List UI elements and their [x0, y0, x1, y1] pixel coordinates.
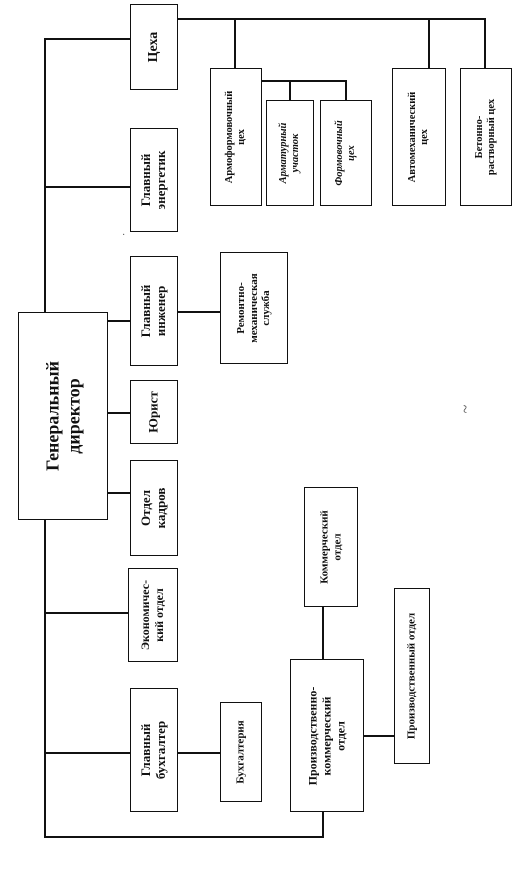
- tseha-drop-avtomeh: [428, 18, 430, 68]
- kadry-box[interactable]: Отдел кадров: [130, 460, 178, 556]
- connector-ekonom: [44, 612, 128, 614]
- scan-mark-tilde: ~: [457, 404, 475, 414]
- formov-box[interactable]: Формовочный цех: [320, 100, 372, 206]
- proizvodstvenny-label: Производственный отдел: [405, 612, 418, 740]
- connector-tseha: [44, 38, 130, 40]
- proizvodstvenny-box[interactable]: Производственный отдел: [394, 588, 430, 764]
- yurist-box[interactable]: Юрист: [130, 380, 178, 444]
- kommercheskiy-label: Коммерческий отдел: [318, 510, 343, 584]
- tseha-label: Цеха: [145, 31, 161, 63]
- tseha-top-bus: [178, 18, 486, 20]
- armoform-sub-bus: [262, 80, 346, 82]
- armoform-box[interactable]: Армоформовочный цех: [210, 68, 262, 206]
- beton-label: Бетонно- растворный цех: [473, 98, 497, 176]
- armoform-drop-armatur: [289, 80, 291, 100]
- energetik-box[interactable]: Главный энергетик: [130, 128, 178, 232]
- prodkom-label: Производственно- коммерческий отдел: [305, 686, 347, 785]
- remont-box[interactable]: Ремонтно- механическая служба: [220, 252, 288, 364]
- connector-director-inzhener: [108, 320, 130, 322]
- connector-buhgalter: [44, 752, 130, 754]
- avtomeh-box[interactable]: Автомеханический цех: [392, 68, 446, 206]
- connector-buhgalteriya: [178, 752, 220, 754]
- armoform-label: Армоформовочный цех: [223, 90, 247, 184]
- tseha-drop-beton: [484, 18, 486, 68]
- inzhener-box[interactable]: Главный инженер: [130, 256, 178, 366]
- connector-prodkom-up: [322, 812, 324, 838]
- formov-label: Формовочный цех: [333, 120, 357, 186]
- buhgalteriya-box[interactable]: Бухгалтерия: [220, 702, 262, 802]
- director-label: Генеральный директор: [42, 361, 83, 472]
- connector-energetik: [44, 186, 130, 188]
- kadry-label: Отдел кадров: [138, 487, 168, 529]
- director-box[interactable]: Генеральный директор: [18, 312, 108, 520]
- armatur-label: Арматурный участок: [277, 122, 301, 184]
- connector-bottom: [44, 836, 324, 838]
- buhgalteriya-label: Бухгалтерия: [234, 720, 247, 784]
- beton-box[interactable]: Бетонно- растворный цех: [460, 68, 512, 206]
- ekonom-box[interactable]: Экономичес- кий отдел: [128, 568, 178, 662]
- connector-prodkom-kommerch: [322, 607, 324, 659]
- connector-director-yurist: [108, 412, 130, 414]
- buhgalter-box[interactable]: Главный бухгалтер: [130, 688, 178, 812]
- yurist-label: Юрист: [145, 391, 161, 433]
- energetik-label: Главный энергетик: [138, 150, 168, 210]
- remont-label: Ремонтно- механическая служба: [235, 273, 273, 343]
- inzhener-label: Главный инженер: [138, 284, 168, 338]
- prodkom-box[interactable]: Производственно- коммерческий отдел: [290, 659, 364, 812]
- connector-remont: [178, 311, 220, 313]
- tseha-drop-armoform: [234, 18, 236, 68]
- kommercheskiy-box[interactable]: Коммерческий отдел: [304, 487, 358, 607]
- connector-prodkom-proizv: [364, 735, 394, 737]
- armoform-drop-formov: [345, 80, 347, 100]
- ekonom-label: Экономичес- кий отдел: [138, 579, 166, 651]
- connector-director-kadry: [108, 492, 130, 494]
- avtomeh-label: Автомеханический цех: [406, 91, 430, 183]
- tseha-box[interactable]: Цеха: [130, 4, 178, 90]
- armatur-box[interactable]: Арматурный участок: [266, 100, 314, 206]
- buhgalter-label: Главный бухгалтер: [138, 720, 168, 780]
- scan-mark-dot: ·: [122, 230, 126, 241]
